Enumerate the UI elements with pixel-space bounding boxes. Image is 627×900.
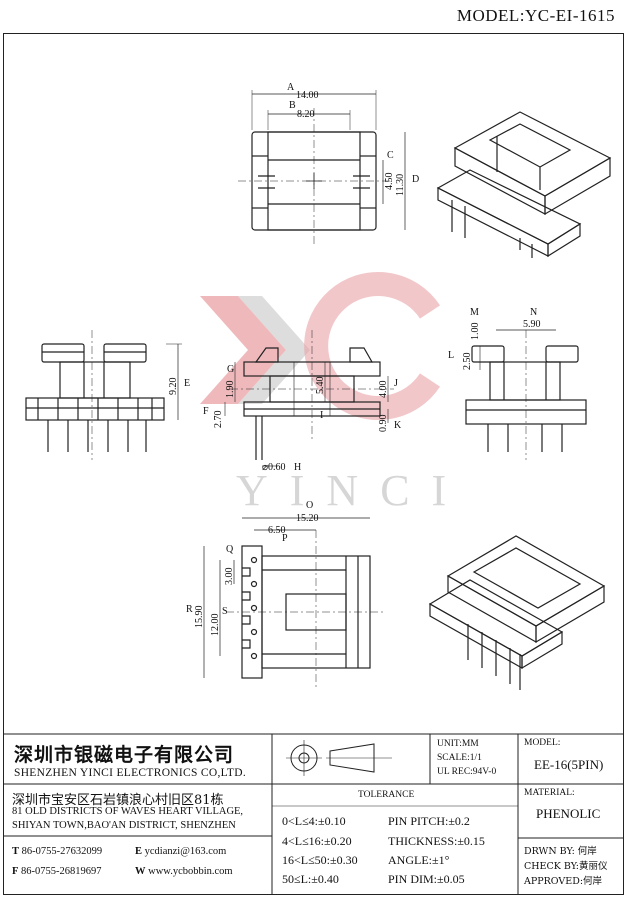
- dim-F-label: F: [203, 406, 209, 417]
- dim-G-value: 1.90: [225, 381, 236, 399]
- angle-tolerance: ANGLE:±1°: [388, 853, 450, 867]
- watermark-text: YINCI: [236, 466, 468, 515]
- dim-K-label: K: [394, 420, 402, 431]
- front-view-left: [25, 330, 182, 460]
- pin-dim-tolerance: PIN DIM:±0.05: [388, 872, 465, 886]
- dim-K-value: 0.90: [378, 415, 389, 433]
- dim-M-label: M: [470, 307, 479, 318]
- contact-email: E ycdianzi@163.com: [135, 846, 226, 857]
- dim-O-value: 15.20: [296, 513, 319, 524]
- dim-S-label: S: [222, 606, 228, 617]
- dim-M-value: 1.00: [470, 323, 481, 341]
- dim-H-label: H: [294, 462, 301, 473]
- ul-rec-text: UL REC:94V-0: [437, 767, 497, 777]
- contact-fax: F 86-0755-26819697: [12, 866, 102, 877]
- pin-pitch-tolerance: PIN PITCH:±0.2: [388, 814, 470, 828]
- email-value: ycdianzi@163.com: [144, 846, 227, 857]
- dim-A-value: 14.00: [296, 90, 319, 101]
- dim-I-value: 5.40: [315, 377, 326, 395]
- dim-O-label: O: [306, 500, 313, 511]
- fax-value: 86-0755-26819697: [21, 866, 102, 877]
- tolerance-row-4: 50≤L:±0.40: [282, 872, 339, 886]
- dim-C-value: 4.50: [384, 173, 395, 191]
- material-label: MATERIAL:: [524, 788, 575, 798]
- web-label: W: [135, 866, 146, 877]
- checked-by: CHECK BY:黄丽仪: [524, 861, 608, 872]
- web-value: www.ycbobbin.com: [148, 866, 233, 877]
- dim-L-value: 2.50: [462, 353, 473, 371]
- dim-S-value: 12.00: [210, 614, 221, 637]
- side-view-right: [465, 329, 587, 460]
- isometric-view-top: [436, 111, 612, 258]
- tolerance-row-1: 0<L≤4:±0.10: [282, 814, 346, 828]
- title-block-grid: [3, 733, 624, 895]
- drawn-by: DRWN BY: 何岸: [524, 846, 597, 857]
- dim-P-label: P: [282, 533, 288, 544]
- company-name-en: SHENZHEN YINCI ELECTRONICS CO,LTD.: [14, 767, 246, 779]
- contact-tel: T 86-0755-27632099: [12, 846, 102, 857]
- company-name-cn: 深圳市银磁电子有限公司: [14, 744, 235, 766]
- tel-label: T: [12, 846, 20, 857]
- dim-I-label: I: [320, 410, 323, 421]
- address-en-line1: 81 OLD DISTRICTS OF WAVES HEART VILLAGE,: [12, 806, 244, 817]
- bottom-view: [203, 517, 384, 690]
- unit-text: UNIT:MM: [437, 739, 479, 749]
- dim-P-value: 6.50: [268, 525, 286, 536]
- dim-Q-label: Q: [226, 544, 234, 555]
- tolerance-row-2: 4<L≤16:±0.20: [282, 834, 352, 848]
- dim-N-label: N: [530, 307, 537, 318]
- dim-C-label: C: [387, 150, 394, 161]
- dim-D-value: 11.30: [395, 174, 406, 196]
- dim-A-label: A: [287, 82, 295, 93]
- dim-J-value: 4.00: [378, 381, 389, 399]
- tolerance-title: TOLERANCE: [358, 790, 415, 800]
- tolerance-row-3: 16<L≤50:±0.30: [282, 853, 358, 867]
- thickness-tolerance: THICKNESS:±0.15: [388, 834, 485, 848]
- model-box-value: EE-16(5PIN): [534, 757, 604, 772]
- watermark-logo: YINCI: [200, 272, 468, 515]
- dim-B-label: B: [289, 100, 296, 111]
- scale-text: SCALE:1/1: [437, 753, 482, 763]
- contact-web: W www.ycbobbin.com: [135, 866, 233, 877]
- address-en-line2: SHIYAN TOWN,BAO'AN DISTRICT, SHENZHEN: [12, 820, 236, 831]
- address-cn: 深圳市宝安区石岩镇浪心村旧区81栋: [12, 793, 224, 808]
- fax-label: F: [12, 866, 19, 877]
- dim-D-label: D: [412, 174, 419, 185]
- tel-value: 86-0755-27632099: [21, 846, 103, 857]
- dim-H-value: ⌀0.60: [262, 462, 286, 473]
- dim-R-value: 15.90: [194, 606, 205, 629]
- dim-J-label: J: [394, 378, 398, 389]
- dim-Q-value: 3.00: [224, 568, 235, 586]
- model-box-label: MODEL:: [524, 738, 561, 748]
- email-label: E: [135, 846, 143, 857]
- drawing-sheet-frame: [3, 33, 624, 895]
- isometric-view-bottom: [428, 535, 606, 690]
- dim-F-value: 2.70: [213, 411, 224, 429]
- model-title: MODEL:YC-EI-1615: [456, 6, 615, 25]
- dim-G-label: G: [227, 364, 234, 375]
- approved-by: APPROVED:何岸: [524, 876, 603, 887]
- dim-E-label: E: [184, 378, 190, 389]
- dim-L-label: L: [448, 350, 454, 361]
- dim-B-value: 8.20: [297, 109, 315, 120]
- dim-N-value: 5.90: [523, 319, 541, 330]
- dim-E-value: 9.20: [168, 378, 179, 396]
- top-view: [238, 90, 406, 245]
- dim-R-label: R: [186, 604, 193, 615]
- side-view-center: [224, 330, 394, 467]
- projection-symbol-icon: [286, 740, 392, 776]
- material-value: PHENOLIC: [536, 806, 601, 821]
